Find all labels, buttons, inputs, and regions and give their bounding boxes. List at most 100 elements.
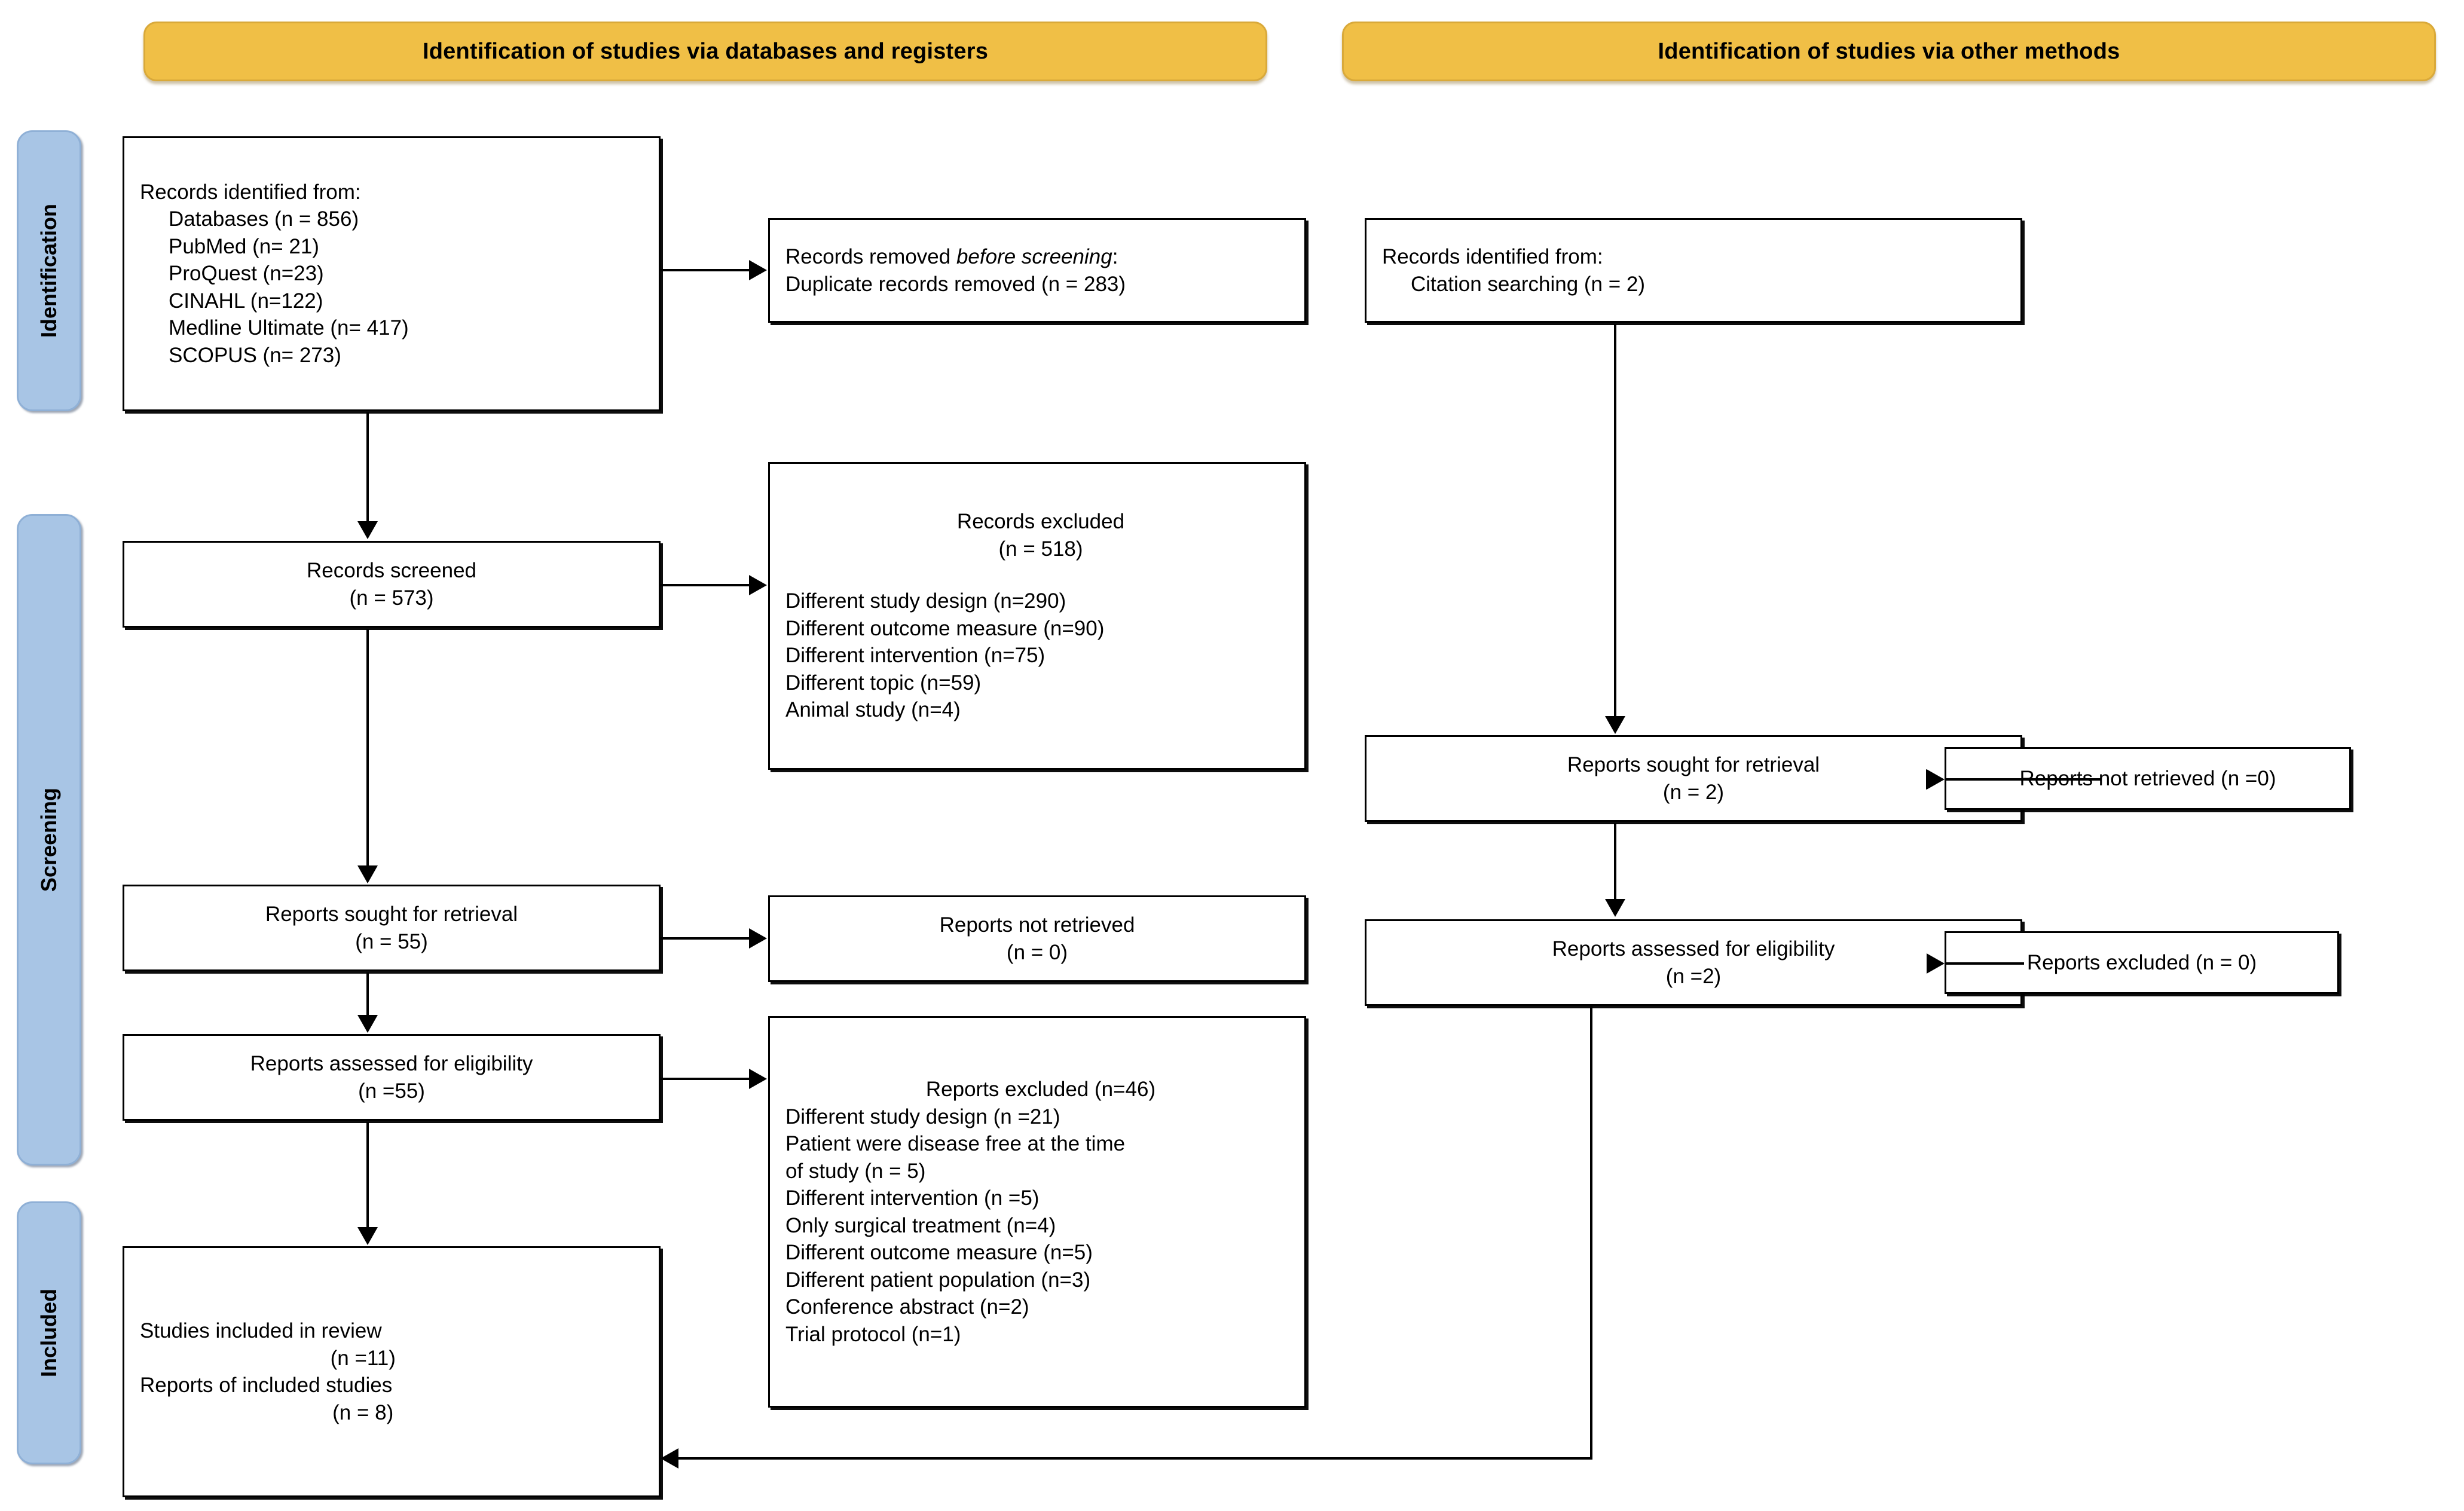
reports-excluded-left-reason-0: Different study design (n =21) bbox=[785, 1105, 1060, 1128]
reports-excluded-left-reason-7: Conference abstract (n=2) bbox=[785, 1295, 1029, 1319]
box-reports-assessed-left: Reports assessed for eligibility (n =55) bbox=[123, 1034, 661, 1121]
arrowhead-sought-to-not-retrieved bbox=[749, 928, 767, 949]
reports-excluded-left-reason-3: Different intervention (n =5) bbox=[785, 1186, 1040, 1210]
arrowhead-sought-right-to-excluded bbox=[1927, 769, 1945, 790]
arrowhead-right-to-included bbox=[661, 1448, 678, 1469]
connector-identified-to-screened bbox=[366, 412, 369, 523]
box-records-screened: Records screened (n = 573) bbox=[123, 541, 661, 628]
reports-excluded-left-reason-2: of study (n = 5) bbox=[785, 1159, 926, 1183]
connector-citation-to-sought bbox=[1614, 324, 1616, 718]
arrowhead-assessed-to-reports-excluded bbox=[749, 1069, 767, 1089]
reports-assessed-right-count: (n =2) bbox=[1665, 964, 1722, 988]
studies-included-line-2: (n =11) bbox=[330, 1346, 396, 1370]
box-records-identified-citation: Records identified from: Citation search… bbox=[1365, 218, 2022, 323]
box-reports-excluded-left: Reports excluded (n=46) Different study … bbox=[768, 1016, 1306, 1408]
records-removed-title-tail: : bbox=[1112, 245, 1118, 268]
arrowhead-screened-to-excluded bbox=[749, 575, 767, 595]
phase-tab-identification: Identification bbox=[17, 130, 81, 411]
studies-included-line-4: (n = 8) bbox=[332, 1400, 394, 1424]
reports-excluded-left-reason-5: Different outcome measure (n=5) bbox=[785, 1241, 1093, 1264]
box-reports-sought-right: Reports sought for retrieval (n = 2) bbox=[1365, 735, 2022, 822]
box-records-removed-before-screening: Records removed before screening: Duplic… bbox=[768, 218, 1306, 323]
records-excluded-reason-3: Different topic (n=59) bbox=[785, 671, 982, 695]
connector-sought-right-to-assessed-right bbox=[1614, 823, 1616, 901]
records-identified-source-3: CINAHL (n=122) bbox=[169, 289, 323, 313]
records-identified-title: Records identified from: bbox=[140, 180, 361, 204]
phase-tab-identification-label: Identification bbox=[36, 204, 61, 338]
citation-identified-title: Records identified from: bbox=[1382, 245, 1603, 268]
reports-excluded-left-label: Reports excluded (n=46) bbox=[925, 1078, 1156, 1101]
reports-sought-left-count: (n = 55) bbox=[355, 929, 428, 953]
arrowhead-sought-to-assessed bbox=[357, 1015, 378, 1033]
studies-included-line-1: Studies included in review bbox=[140, 1319, 382, 1342]
reports-assessed-right-label: Reports assessed for eligibility bbox=[1552, 937, 1835, 961]
box-reports-excluded-right: Reports excluded (n = 0) bbox=[1945, 931, 2339, 994]
phase-tab-included: Included bbox=[17, 1201, 81, 1464]
reports-not-retrieved-left-count: (n = 0) bbox=[1006, 940, 1068, 964]
banner-other-methods: Identification of studies via other meth… bbox=[1342, 22, 2436, 81]
box-reports-not-retrieved-left: Reports not retrieved (n = 0) bbox=[768, 895, 1306, 982]
connector-right-to-included-vertical bbox=[1590, 1006, 1592, 1458]
reports-assessed-left-count: (n =55) bbox=[358, 1079, 425, 1103]
records-excluded-reason-4: Animal study (n=4) bbox=[785, 698, 961, 722]
records-excluded-label: Records excluded bbox=[956, 510, 1125, 534]
reports-sought-left-label: Reports sought for retrieval bbox=[265, 903, 518, 926]
connector-assessed-to-included bbox=[366, 1122, 369, 1229]
citation-identified-source-0: Citation searching (n = 2) bbox=[1411, 272, 1646, 296]
connector-sought-to-assessed bbox=[366, 972, 369, 1017]
reports-not-retrieved-left-label: Reports not retrieved bbox=[939, 913, 1135, 937]
connector-right-to-included-horizontal bbox=[678, 1457, 1592, 1460]
box-records-identified-databases: Records identified from: Databases (n = … bbox=[123, 136, 661, 411]
reports-excluded-left-reason-1: Patient were disease free at the time bbox=[785, 1132, 1126, 1155]
reports-excluded-left-reason-8: Trial protocol (n=1) bbox=[785, 1322, 961, 1346]
records-excluded-spacer bbox=[785, 562, 1296, 588]
reports-not-retrieved-right-label: Reports not retrieved (n =0) bbox=[2019, 766, 2276, 790]
connector-identified-to-removed bbox=[661, 269, 750, 271]
banner-other-methods-label: Identification of studies via other meth… bbox=[1658, 38, 2120, 64]
reports-excluded-left-reason-4: Only surgical treatment (n=4) bbox=[785, 1213, 1056, 1237]
connector-sought-right-to-excluded bbox=[1945, 778, 2024, 781]
phase-tab-included-label: Included bbox=[36, 1288, 61, 1377]
banner-databases-registers-label: Identification of studies via databases … bbox=[422, 38, 989, 64]
records-removed-title-italic: before screening bbox=[956, 245, 1112, 268]
records-identified-source-4: Medline Ultimate (n= 417) bbox=[169, 316, 409, 340]
connector-assessed-right-to-excluded bbox=[1945, 962, 2024, 965]
reports-sought-right-count: (n = 2) bbox=[1662, 780, 1725, 804]
box-reports-assessed-right: Reports assessed for eligibility (n =2) bbox=[1365, 919, 2022, 1006]
arrowhead-identified-to-removed bbox=[749, 260, 767, 280]
connector-assessed-to-reports-excluded bbox=[661, 1078, 750, 1080]
arrowhead-sought-right-to-assessed-right bbox=[1605, 899, 1625, 917]
connector-sought-right-to-not-retrieved bbox=[2023, 778, 2101, 781]
records-identified-source-0: Databases (n = 856) bbox=[169, 207, 359, 231]
records-excluded-count: (n = 518) bbox=[998, 537, 1083, 561]
phase-tab-screening-label: Screening bbox=[36, 787, 61, 892]
arrowhead-citation-to-sought bbox=[1605, 716, 1625, 734]
studies-included-line-3: Reports of included studies bbox=[140, 1374, 393, 1397]
records-excluded-reason-2: Different intervention (n=75) bbox=[785, 644, 1045, 668]
arrowhead-assessed-to-included bbox=[357, 1227, 378, 1245]
connector-screened-to-excluded bbox=[661, 584, 750, 586]
records-removed-title-plain: Records removed bbox=[785, 245, 956, 268]
connector-screened-to-sought bbox=[366, 629, 369, 868]
records-screened-count: (n = 573) bbox=[349, 586, 434, 610]
reports-assessed-left-label: Reports assessed for eligibility bbox=[250, 1052, 533, 1075]
arrowhead-screened-to-sought bbox=[357, 865, 378, 883]
records-identified-source-5: SCOPUS (n= 273) bbox=[169, 343, 341, 367]
connector-sought-to-not-retrieved bbox=[661, 937, 750, 940]
records-screened-label: Records screened bbox=[306, 559, 477, 582]
reports-excluded-left-reason-6: Different patient population (n=3) bbox=[785, 1268, 1091, 1292]
records-excluded-reason-1: Different outcome measure (n=90) bbox=[785, 616, 1105, 640]
box-studies-included: Studies included in review (n =11) Repor… bbox=[123, 1246, 661, 1497]
records-identified-source-2: ProQuest (n=23) bbox=[169, 262, 324, 286]
arrowhead-identified-to-screened bbox=[357, 521, 378, 539]
reports-sought-right-label: Reports sought for retrieval bbox=[1567, 753, 1820, 776]
box-records-excluded: Records excluded (n = 518) Different stu… bbox=[768, 462, 1306, 770]
records-removed-title: Records removed before screening: bbox=[785, 243, 1118, 271]
phase-tab-screening: Screening bbox=[17, 514, 81, 1166]
banner-databases-registers: Identification of studies via databases … bbox=[143, 22, 1267, 81]
records-removed-duplicates: Duplicate records removed (n = 283) bbox=[785, 272, 1126, 296]
records-identified-source-1: PubMed (n= 21) bbox=[169, 234, 319, 258]
reports-excluded-right-label: Reports excluded (n = 0) bbox=[2026, 950, 2257, 974]
arrowhead-assessed-right-to-excluded bbox=[1927, 953, 1945, 974]
